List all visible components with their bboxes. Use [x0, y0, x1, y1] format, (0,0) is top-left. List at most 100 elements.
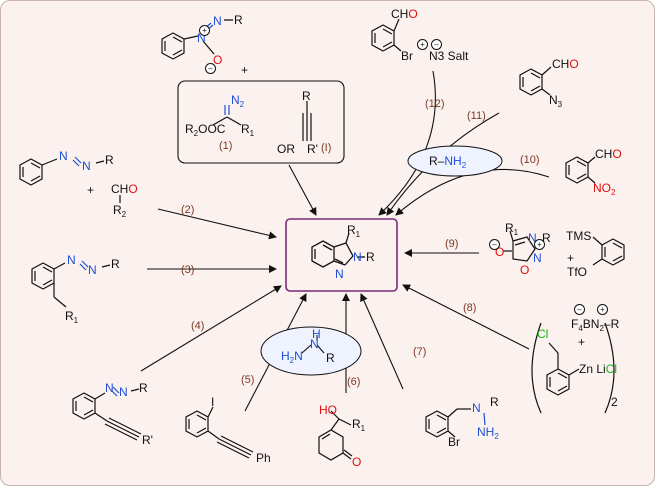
azo-r: R: [105, 153, 114, 167]
alkyne-bonds: [302, 101, 312, 141]
azobenzene-bonds: [19, 156, 105, 186]
zinc-label: Zn LiCl: [579, 362, 618, 376]
diazo-n2: N2: [231, 93, 245, 109]
nitrobenzaldehyde-no2: NO2: [593, 181, 616, 197]
nitrobenzaldehyde-bonds: [565, 156, 596, 184]
route-label-12: (12): [425, 98, 445, 110]
route-label-1: (1): [219, 140, 233, 152]
route-label-10: (10): [520, 154, 540, 166]
borate-minus-charge: –: [574, 304, 585, 315]
iodoalkyne-bonds: [185, 406, 254, 459]
diazo-ester-bonds: [212, 105, 242, 126]
route-label-4: (4): [191, 320, 205, 332]
nitrone-plus-charge: +: [199, 25, 210, 36]
or-label: OR: [277, 142, 295, 156]
hydrazine-nh: N: [310, 337, 319, 351]
azo-n-a: N: [59, 149, 68, 163]
aryne-precursor-bonds: [592, 236, 625, 266]
alkynylazo-r: R: [139, 381, 148, 395]
arrow-route-4: [140, 285, 282, 372]
nitrone-plus-sign: +: [241, 63, 249, 77]
borate-plus-charge: +: [597, 304, 608, 315]
nitrone-n: N: [213, 14, 222, 28]
sydnone-r: R: [542, 231, 551, 245]
route-label-2: (2): [181, 204, 195, 216]
azo-n-b: N: [82, 159, 91, 173]
bromohydrazine-nh2: NH2: [477, 425, 499, 441]
alkynylazo-rprime: R': [142, 433, 153, 447]
sydnone-r1: R1: [505, 221, 519, 237]
benzylazo-n-a: N: [67, 253, 76, 267]
bromo-plus-charge: +: [417, 39, 428, 50]
aryne-tfo: TfO: [567, 265, 587, 279]
product-n1: N: [335, 267, 344, 281]
route9-plus: +: [567, 251, 575, 265]
nitrone-minus-charge: –: [205, 63, 216, 74]
azide-salt-label: N3 Salt: [429, 49, 469, 63]
bromobenzaldehyde-bonds: [371, 18, 402, 52]
arrow-route-12: [378, 70, 436, 216]
zinc-subscript: 2: [611, 395, 618, 409]
sydnone-bonds: [503, 230, 536, 262]
route-label-7: (7): [413, 346, 427, 358]
route-label-11: (11): [467, 110, 486, 122]
diazo-r1: R1: [241, 122, 255, 138]
bromohydrazine-br: Br: [448, 435, 460, 449]
route-label-9: (9): [445, 238, 459, 250]
route8-plus: +: [578, 335, 586, 349]
route-label-3: (3): [181, 264, 195, 276]
route-label-8: (8): [463, 302, 477, 314]
sydnone-n-plus: N: [528, 231, 537, 245]
alkyne-rprime: R': [307, 142, 318, 156]
product-indazole-bonds: [311, 232, 365, 268]
bromobenzaldehyde-br: Br: [401, 49, 413, 63]
cyclohexenone-r1: R1: [352, 417, 366, 433]
benzylazo-bonds: [31, 260, 111, 308]
product-r: R: [366, 250, 375, 264]
bromohydrazine-n: N: [472, 401, 481, 415]
hydrazine-ellipse: [260, 326, 362, 376]
diazo-ester: R2OOC: [185, 122, 226, 138]
bromohydrazine-bonds: [425, 408, 486, 438]
product-n2: N: [353, 250, 362, 264]
aldehyde-cho: CHO: [111, 182, 138, 196]
sydnone-minus-charge: –: [489, 239, 500, 250]
product-box: [285, 218, 398, 292]
sydnone-plus-charge: +: [534, 239, 545, 250]
arrow-route-2: [157, 208, 277, 240]
amine-label: R–NH2: [429, 154, 467, 170]
azidobenzaldehyde-cho: CHO: [552, 57, 579, 71]
bromobenzaldehyde-cho: CHO: [391, 7, 418, 21]
nitrone-r: R: [234, 13, 243, 27]
cyclohexenone-bonds: [318, 410, 353, 461]
sydnone-n: N: [533, 251, 542, 265]
arrow-route-10: [395, 168, 550, 216]
alkynylazo-bonds: [72, 386, 142, 441]
iodoalkyne-ph: Ph: [256, 451, 271, 465]
tetrafluoroborate-salt: F4BN2–R: [571, 317, 620, 333]
cyclohexenone-o: O: [352, 455, 362, 469]
azidobenzaldehyde-bonds: [519, 66, 552, 96]
amine-ellipse: [407, 145, 503, 177]
aryne-tms: TMS: [566, 229, 592, 243]
alkynylazo-n-a: N: [105, 381, 114, 395]
benzylazo-n-b: N: [88, 263, 97, 277]
azide-minus-charge: –: [431, 39, 442, 50]
sydnone-ring-o: O: [520, 263, 530, 277]
route2-plus: +: [87, 183, 95, 197]
arrow-route-1: [288, 164, 317, 216]
aldehyde-r2: R2: [113, 203, 127, 219]
sydnone-exo-o: O: [495, 245, 505, 259]
arrow-route-8: [402, 284, 530, 350]
hydrazine-bonds: [301, 335, 325, 354]
arrow-route-7: [360, 293, 404, 390]
azidobenzaldehyde-n3: N3: [549, 93, 563, 109]
alkyne-r: R: [302, 89, 311, 103]
cyclohexenone-ho: HO: [319, 403, 337, 417]
benzylazo-r1: R1: [65, 309, 79, 325]
zinc-reagent-bonds: [531, 322, 615, 414]
hydrazine-h: H: [312, 327, 321, 341]
nitrone-o: O: [213, 53, 223, 67]
